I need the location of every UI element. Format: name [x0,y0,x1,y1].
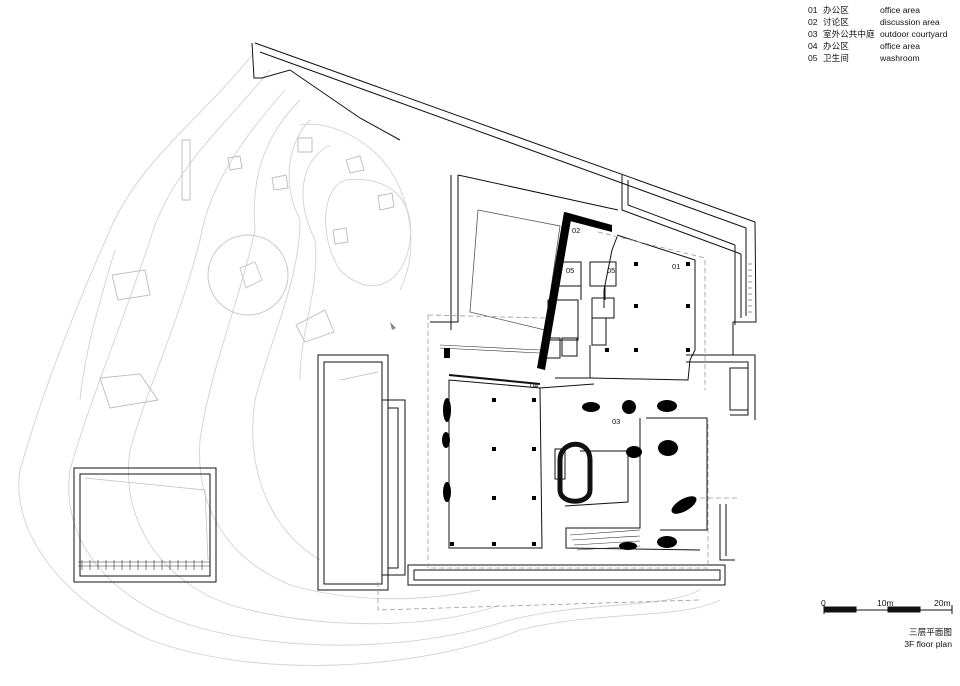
site-contours [18,54,721,666]
scale-bar [823,605,953,614]
room-label-01: 01 [672,262,681,271]
building-envelope [251,42,757,420]
washroom-blocks [545,261,617,359]
courtyard-core [554,417,708,551]
drawing-title-cn: 三层平面图 [909,627,952,637]
light-well [469,209,561,331]
room-label-05a: 05 [566,266,575,275]
planters [442,398,697,550]
scale-tick-10m: 10m [877,598,894,608]
columns [444,228,690,546]
west-volumes [73,354,735,591]
room-label-03: 03 [612,417,621,426]
drawing-title: 三层平面图 3F floor plan [904,626,952,650]
room-label-02: 02 [572,226,581,235]
scale-tick-0: 0 [821,598,826,608]
office-01-walls [589,234,696,381]
drawing-title-en: 3F floor plan [904,639,952,649]
scale-tick-20m: 20m [934,598,951,608]
room-label-05b: 05 [607,266,616,275]
office-04-walls [448,374,595,549]
roof-outline-dashed [377,231,740,611]
room-label-04: 04 [530,381,539,390]
discussion-wall [537,212,612,370]
stairs [78,263,752,570]
guide-lines [84,371,379,561]
round-plaza [207,234,289,316]
landscape-pavilions [99,137,396,409]
